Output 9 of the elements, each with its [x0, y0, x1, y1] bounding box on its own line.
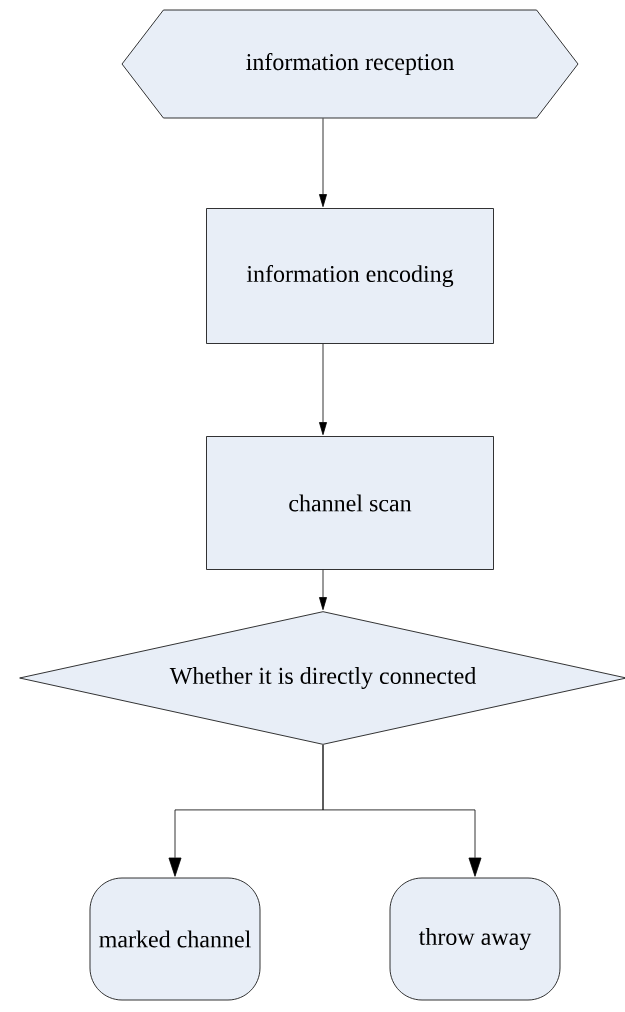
process-box: channel scan: [206, 436, 494, 570]
hexagon-box: information reception: [121, 9, 579, 119]
arrow: [322, 744, 482, 877]
process-box: information encoding: [206, 208, 494, 344]
terminal-box: marked channel: [89, 877, 261, 1001]
terminal-box: throw away: [389, 877, 561, 1001]
arrow: [319, 118, 327, 208]
arrow: [319, 569, 327, 611]
arrow: [319, 343, 327, 436]
